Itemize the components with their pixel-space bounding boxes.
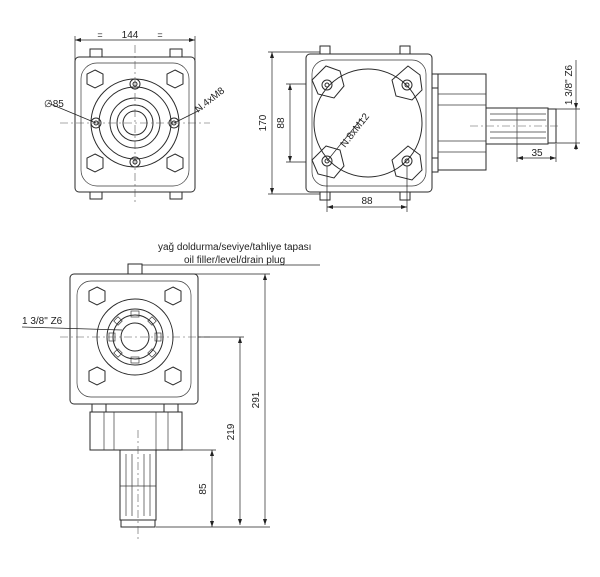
top-view: = = 144 ∅85 N.4xM8 xyxy=(44,30,227,205)
side-shaft-label: 1 3/8" Z6 xyxy=(564,64,575,105)
front-shaft-label: 1 3/8" Z6 xyxy=(22,316,63,327)
front-view: yağ doldurma/seviye/tahliye tapası oil f… xyxy=(21,242,320,540)
top-holes-label: N.4xM8 xyxy=(193,85,227,115)
side-spacing-v-label: 88 xyxy=(276,117,287,129)
top-width-dimension: = = 144 xyxy=(74,30,196,60)
side-shaft-len-label: 35 xyxy=(531,148,543,159)
side-view: 170 88 N.8xM12 xyxy=(258,45,580,212)
svg-text:=: = xyxy=(97,30,102,40)
top-width-label: 144 xyxy=(122,30,139,41)
side-height-label: 170 xyxy=(258,114,269,131)
front-shaft-len-label: 85 xyxy=(198,483,209,495)
front-mid-label: 219 xyxy=(226,423,237,440)
plug-label-en: oil filler/level/drain plug xyxy=(184,255,285,266)
bolt-circle-label: ∅85 xyxy=(44,99,64,110)
plug-label-tr: yağ doldurma/seviye/tahliye tapası xyxy=(158,242,311,253)
front-total-label: 291 xyxy=(251,391,262,408)
side-spacing-h-label: 88 xyxy=(361,196,373,207)
svg-text:=: = xyxy=(157,30,162,40)
